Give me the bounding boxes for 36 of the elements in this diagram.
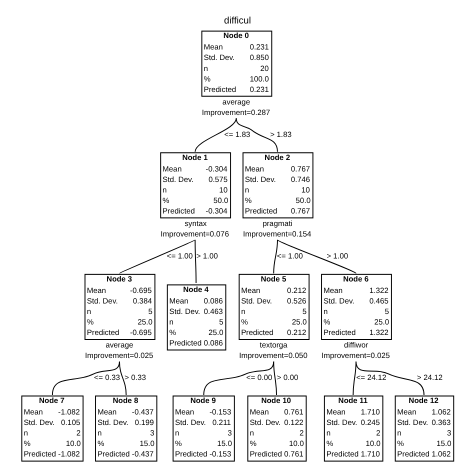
edge-label: > 1.83 (270, 130, 292, 139)
edge-label: <= 1.00 (166, 251, 192, 260)
edge-label: > 1.00 (326, 251, 348, 260)
connector (118, 239, 196, 274)
diagram-title: difficul (224, 15, 250, 26)
connector (276, 239, 356, 274)
node-label: diffiwor (344, 340, 368, 350)
node-label: textorga (259, 340, 287, 350)
connector (352, 361, 356, 396)
edge-label: > 0.33 (124, 373, 146, 382)
connector (194, 239, 196, 284)
node-label: Improvement=0.025 (321, 351, 390, 360)
connector (355, 361, 424, 396)
edge-label: <= 24.12 (356, 373, 386, 382)
edge-label: > 24.12 (416, 373, 442, 382)
node-label: Improvement=0.076 (160, 229, 228, 238)
edge-label: <= 1.83 (224, 130, 250, 139)
connector (118, 361, 126, 396)
node-label: pragmati (262, 218, 292, 228)
node-label: Improvement=0.025 (84, 351, 153, 360)
node-label: average (222, 97, 250, 106)
connector (194, 118, 236, 152)
edge-label: > 0.00 (276, 373, 298, 382)
edge-label: <= 0.33 (94, 373, 120, 382)
node-label: Improvement=0.154 (242, 229, 311, 238)
edge-label: <= 0.00 (246, 373, 272, 382)
edge-label: <= 1.00 (276, 251, 302, 260)
node-label: average (105, 340, 133, 350)
node-label: Improvement=0.050 (238, 351, 307, 360)
connector (272, 361, 276, 396)
edge-label: > 1.00 (196, 251, 218, 260)
node-label: Improvement=0.287 (201, 108, 270, 117)
connector (235, 118, 278, 152)
node-label: syntax (184, 218, 206, 228)
connector (51, 361, 120, 396)
connector (272, 239, 278, 274)
